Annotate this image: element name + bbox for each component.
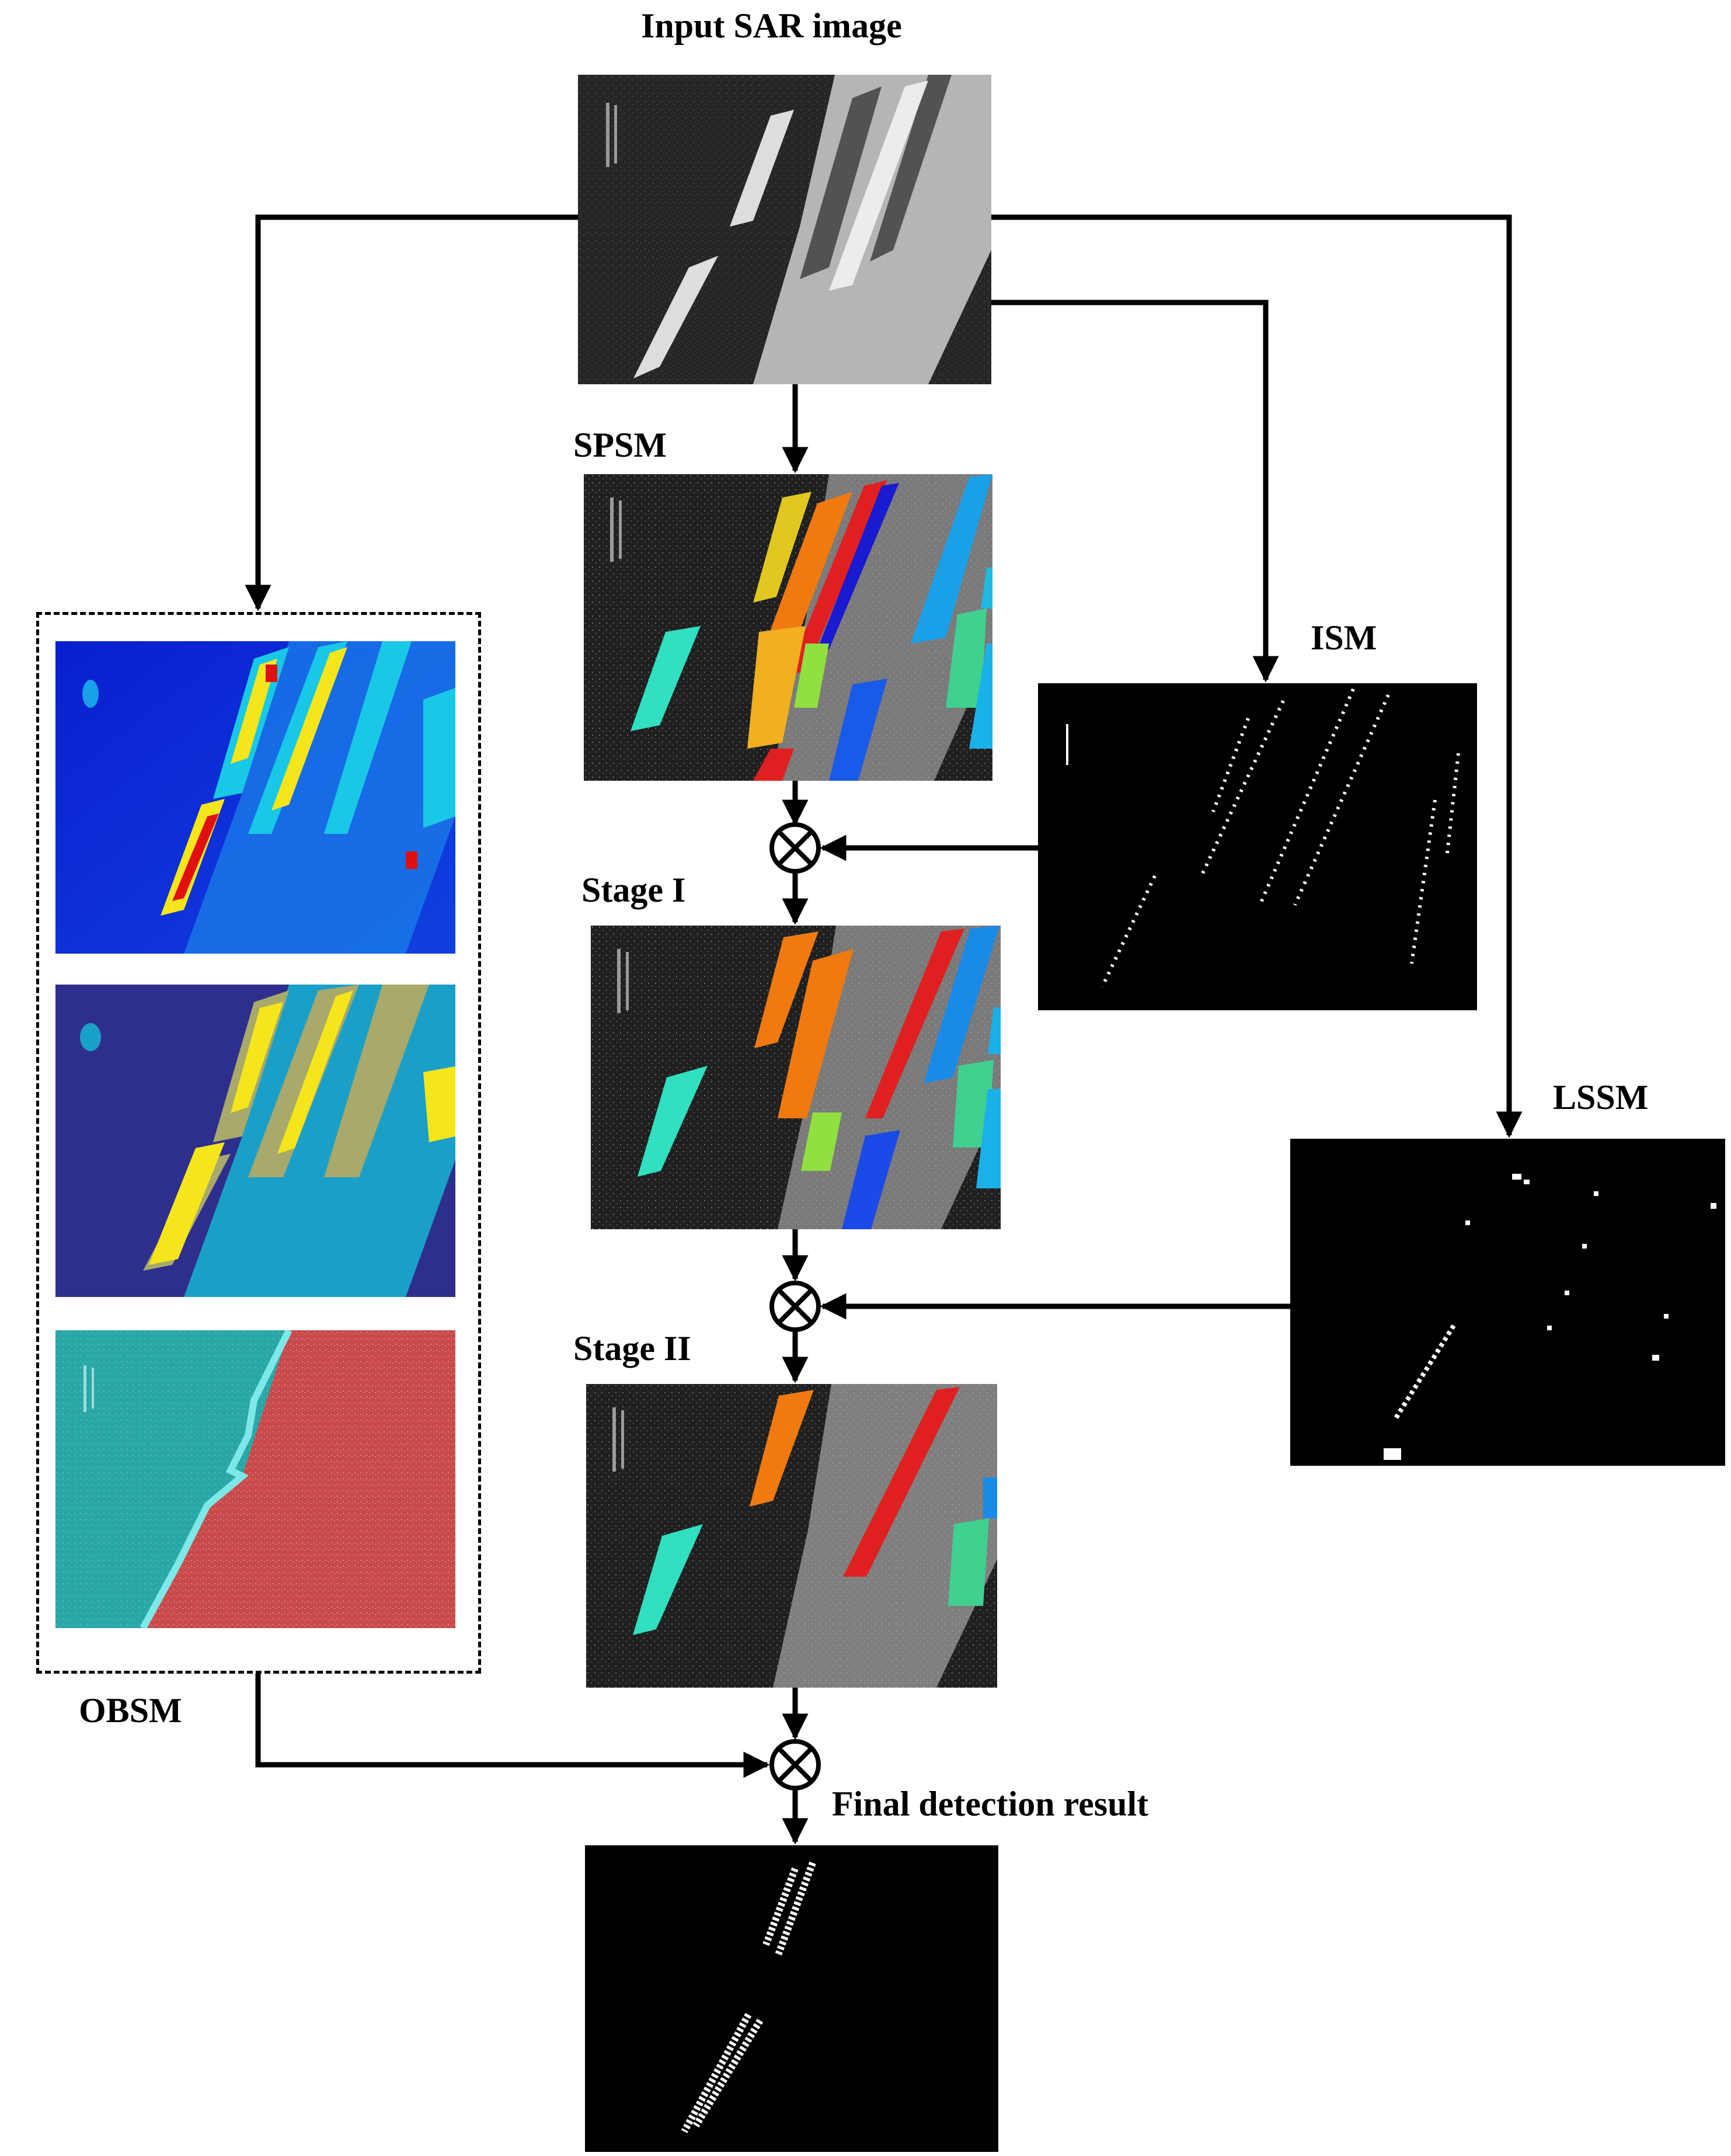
ism-panel	[1038, 683, 1477, 1010]
spsm-label: SPSM	[573, 426, 667, 464]
ism-label: ISM	[1311, 618, 1377, 657]
stage-ii-panel	[586, 1384, 997, 1688]
input-sar-image	[578, 75, 991, 384]
obsm-clustered-map	[55, 985, 455, 1297]
obsm-container	[36, 612, 481, 1674]
obsm-label: OBSM	[79, 1691, 182, 1730]
final-detection-result-panel	[585, 1845, 998, 2152]
multiply-operator-3	[769, 1739, 821, 1790]
obsm-land-sea-mask	[55, 1330, 455, 1628]
stage-i-panel	[591, 926, 1001, 1229]
multiply-operator-2	[769, 1281, 821, 1332]
arrow-input-to-lssm	[991, 214, 1523, 1138]
stage-i-label: Stage I	[581, 871, 686, 909]
multiply-operator-1	[769, 822, 821, 874]
lssm-label: LSSM	[1553, 1078, 1649, 1117]
arrow-obsm-to-op3	[255, 1674, 770, 1778]
arrow-input-to-obsm	[245, 214, 578, 611]
arrow-input-to-ism	[991, 300, 1279, 683]
lssm-panel	[1290, 1139, 1725, 1466]
final-detection-result-label: Final detection result	[832, 1785, 1149, 1823]
stage-ii-label: Stage II	[573, 1329, 691, 1368]
obsm-saliency-heatmap	[55, 641, 455, 954]
input-sar-image-label: Input SAR image	[641, 6, 902, 45]
spsm-panel	[584, 474, 992, 781]
